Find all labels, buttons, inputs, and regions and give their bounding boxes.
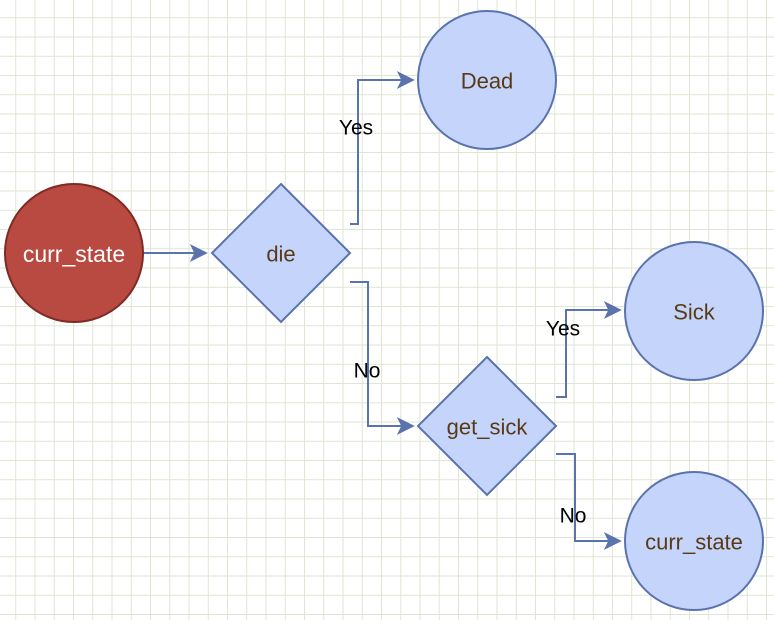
dead-node-circle <box>417 10 557 150</box>
start-node-circle <box>4 183 144 323</box>
dead-node-label: Dead <box>461 69 514 94</box>
get-sick-decision-diamond <box>416 355 558 497</box>
die-decision-node[interactable]: die <box>210 182 352 324</box>
get-sick-decision-node[interactable]: get_sick <box>416 355 558 497</box>
start-node-label: curr_state <box>23 241 125 267</box>
edge-die-no-to-get-sick <box>350 281 415 435</box>
edge-get-sick-yes-to-sick <box>556 301 622 398</box>
die-decision-label: die <box>266 242 295 267</box>
end-state-node-circle <box>624 471 764 611</box>
edge-get-sick-no-to-curr-state <box>556 453 622 550</box>
die-decision-diamond <box>210 182 352 324</box>
get-sick-decision-label: get_sick <box>447 415 529 440</box>
sick-node-label: Sick <box>673 300 716 325</box>
edge-die-yes-to-dead <box>350 71 415 225</box>
edge-label-get-sick-no: No <box>560 505 587 528</box>
end-state-node[interactable]: curr_state <box>624 471 764 611</box>
dead-node[interactable]: Dead <box>417 10 557 150</box>
start-node[interactable]: curr_state <box>4 183 144 323</box>
edge-label-get-sick-yes: Yes <box>546 318 580 341</box>
sick-node[interactable]: Sick <box>624 241 764 381</box>
end-state-node-label: curr_state <box>645 530 743 555</box>
edge-label-die-yes: Yes <box>339 117 373 140</box>
sick-node-circle <box>624 241 764 381</box>
edge-label-die-no: No <box>354 360 381 383</box>
